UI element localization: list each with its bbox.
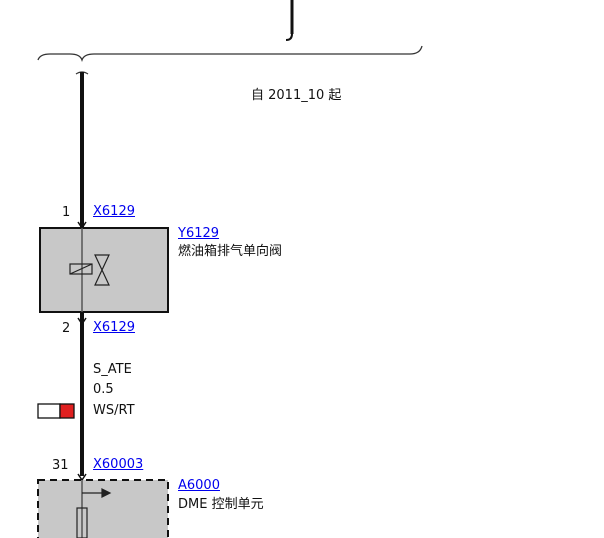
valve-component-box <box>39 227 169 313</box>
connector-top-pin: 1 <box>62 205 71 220</box>
wire-color-swatch <box>37 403 75 419</box>
connector-mid-link[interactable]: X6129 <box>93 320 135 335</box>
wire-signal-name: S_ATE <box>93 362 132 377</box>
wire-top-hook <box>285 33 293 41</box>
wire-color-code: WS/RT <box>93 403 135 418</box>
valve-component-link[interactable]: Y6129 <box>178 226 220 241</box>
dme-output-arrow-icon <box>82 488 112 498</box>
dme-component-name: DME 控制单元 <box>178 497 264 512</box>
connector-pin-2-mark <box>77 317 87 326</box>
dme-component-link[interactable]: A6000 <box>178 478 220 493</box>
connector-top-link[interactable]: X6129 <box>93 204 135 219</box>
variant-brace <box>37 45 423 63</box>
connector-mid-pin: 2 <box>62 321 71 336</box>
dme-component-box <box>37 479 169 538</box>
dme-resistor-icon <box>76 507 88 538</box>
connector-bottom-link[interactable]: X60003 <box>93 457 144 472</box>
variant-date-note: 自 2011_10 起 <box>251 88 342 103</box>
wire-gauge: 0.5 <box>93 382 114 397</box>
valve-component-name: 燃油箱排气单向阀 <box>178 244 283 259</box>
connector-bottom-pin: 31 <box>52 458 69 473</box>
check-valve-icon <box>69 254 110 286</box>
